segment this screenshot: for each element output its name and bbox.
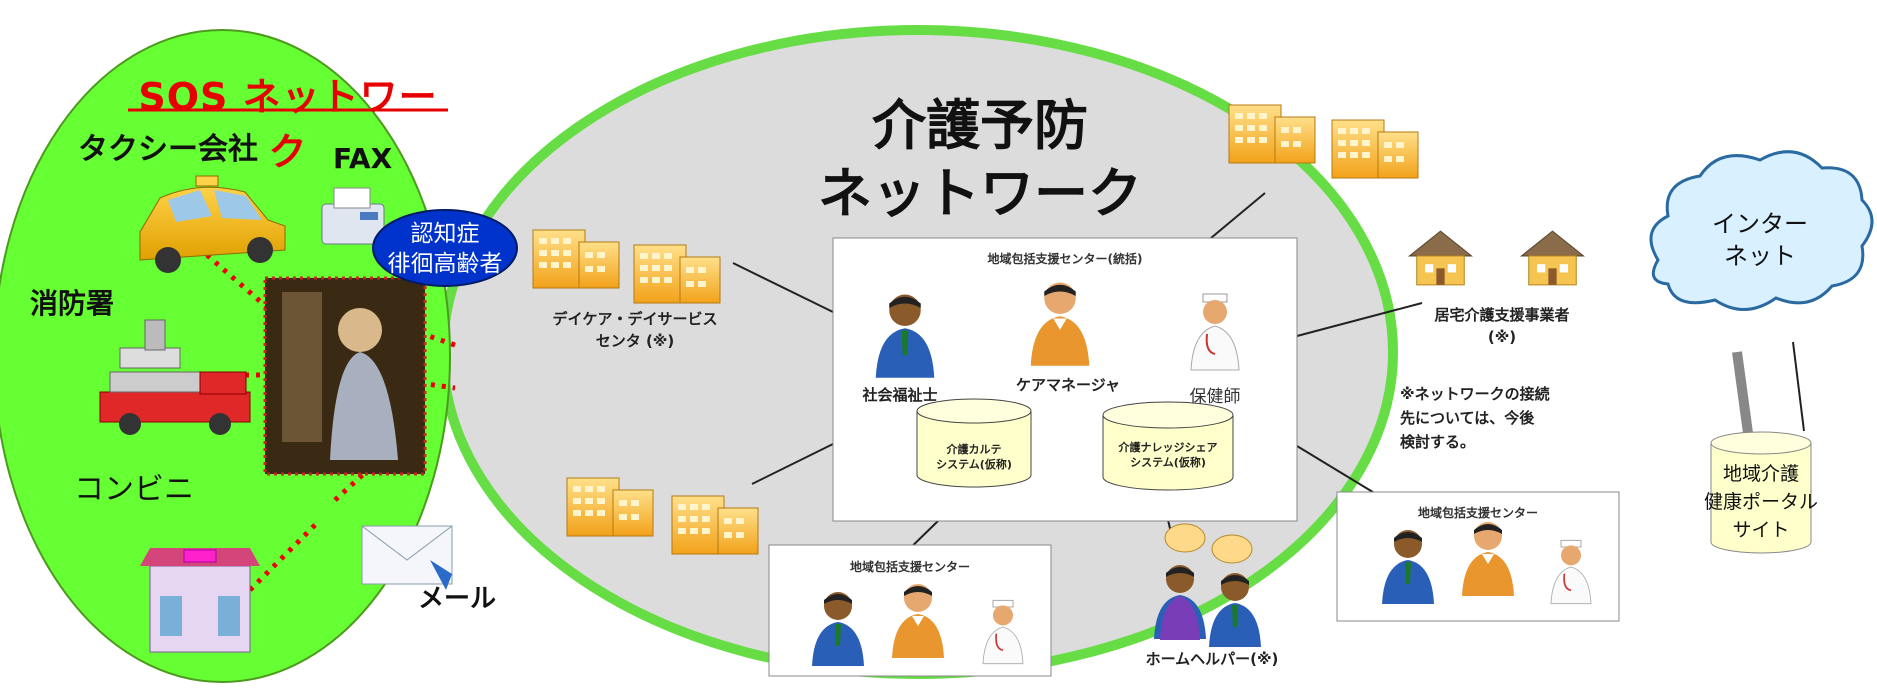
knowledge-share-system-line1: 介護ナレッジシェア xyxy=(1118,441,1218,454)
portal-site-line2: 健康ポータル xyxy=(1703,491,1818,513)
right-center-title: 地域包括支援センター xyxy=(1417,506,1538,520)
connection-note: ※ネットワークの接続 先については、今後 検討する。 xyxy=(1400,382,1550,454)
elder-badge-text: 認知症 徘徊高齢者 xyxy=(373,219,517,279)
home-care-label-line2: (※) xyxy=(1487,328,1517,346)
hospital-building-icon xyxy=(1331,119,1419,179)
elder-badge-line2: 徘徊高齢者 xyxy=(387,251,503,277)
fax-machine-icon xyxy=(321,187,385,245)
connection-note-line1: ※ネットワークの接続 xyxy=(1400,385,1550,403)
home-care-house-icon xyxy=(1408,230,1473,286)
mail-label: メール xyxy=(418,584,497,614)
home-care-label-line1: 居宅介護支援事業者 xyxy=(1434,306,1570,324)
home-helper-label: ホームヘルパー(※) xyxy=(1145,650,1279,668)
role-social-worker: 社会福祉士 xyxy=(862,386,938,404)
internet-label: インター ネット xyxy=(1690,208,1830,272)
daycare-label: デイケア・デイサービス センタ (※) xyxy=(520,308,750,352)
care-record-system-db-icon xyxy=(916,398,1032,488)
home-care-house-icon xyxy=(1520,230,1585,286)
prevention-title-line1: 介護予防 xyxy=(872,94,1088,157)
portal-site-line3: サイト xyxy=(1732,519,1790,541)
internet-label-line1: インター xyxy=(1712,210,1808,238)
internet-connector xyxy=(1732,351,1753,434)
fire-engine-icon xyxy=(99,319,251,435)
role-nurse: 保健師 xyxy=(1189,387,1241,407)
internet-label-line2: ネット xyxy=(1724,242,1796,270)
care-record-system-line1: 介護カルテ xyxy=(946,443,1002,456)
hospital-building-icon xyxy=(1228,104,1316,164)
home-helper-icon xyxy=(1154,523,1261,647)
daycare-label-line2: センタ (※) xyxy=(595,332,675,350)
fax-label: FAX xyxy=(333,142,393,175)
elder-badge xyxy=(372,209,518,287)
home-care-label: 居宅介護支援事業者 (※) xyxy=(1392,304,1612,348)
prevention-network-title: 介護予防 ネットワーク xyxy=(815,92,1145,228)
knowledge-share-system-label: 介護ナレッジシェア システム(仮称) xyxy=(1103,440,1233,470)
main-center-title: 地域包括支援センター(統括) xyxy=(987,252,1143,266)
connection-note-line3: 検討する。 xyxy=(1400,433,1476,451)
portal-site-label: 地域介護 健康ポータル サイト xyxy=(1701,460,1821,544)
knowledge-share-system-db-icon xyxy=(1102,401,1234,491)
daycare-label-line1: デイケア・デイサービス xyxy=(552,310,718,328)
elder-badge-line1: 認知症 xyxy=(410,221,480,247)
wandering-elder-photo xyxy=(263,276,427,476)
portal-site-line1: 地域介護 xyxy=(1722,463,1799,485)
knowledge-share-system-line2: システム(仮称) xyxy=(1130,456,1206,469)
sos-network-title: SOS ネットワーク xyxy=(138,75,438,174)
fire-station-label: 消防署 xyxy=(30,287,115,320)
prevention-title-line2: ネットワーク xyxy=(818,162,1142,225)
mail-envelope-icon xyxy=(361,525,453,590)
internet-cloud-icon xyxy=(1649,150,1874,311)
taxi-icon xyxy=(139,175,286,273)
portal-site-db-icon xyxy=(1710,431,1812,554)
left-center-title: 地域包括支援センター xyxy=(849,560,970,574)
care-record-system-line2: システム(仮称) xyxy=(936,458,1012,471)
taxi-label: タクシー会社 xyxy=(78,132,258,167)
role-care-manager: ケアマネージャ xyxy=(1016,376,1120,394)
connection-note-line2: 先については、今後 xyxy=(1400,409,1535,427)
care-record-system-label: 介護カルテ システム(仮称) xyxy=(917,442,1031,472)
prevention-connectors xyxy=(732,192,1805,559)
convenience-store-icon xyxy=(140,548,260,653)
convenience-store-label: コンビニ xyxy=(74,472,194,507)
